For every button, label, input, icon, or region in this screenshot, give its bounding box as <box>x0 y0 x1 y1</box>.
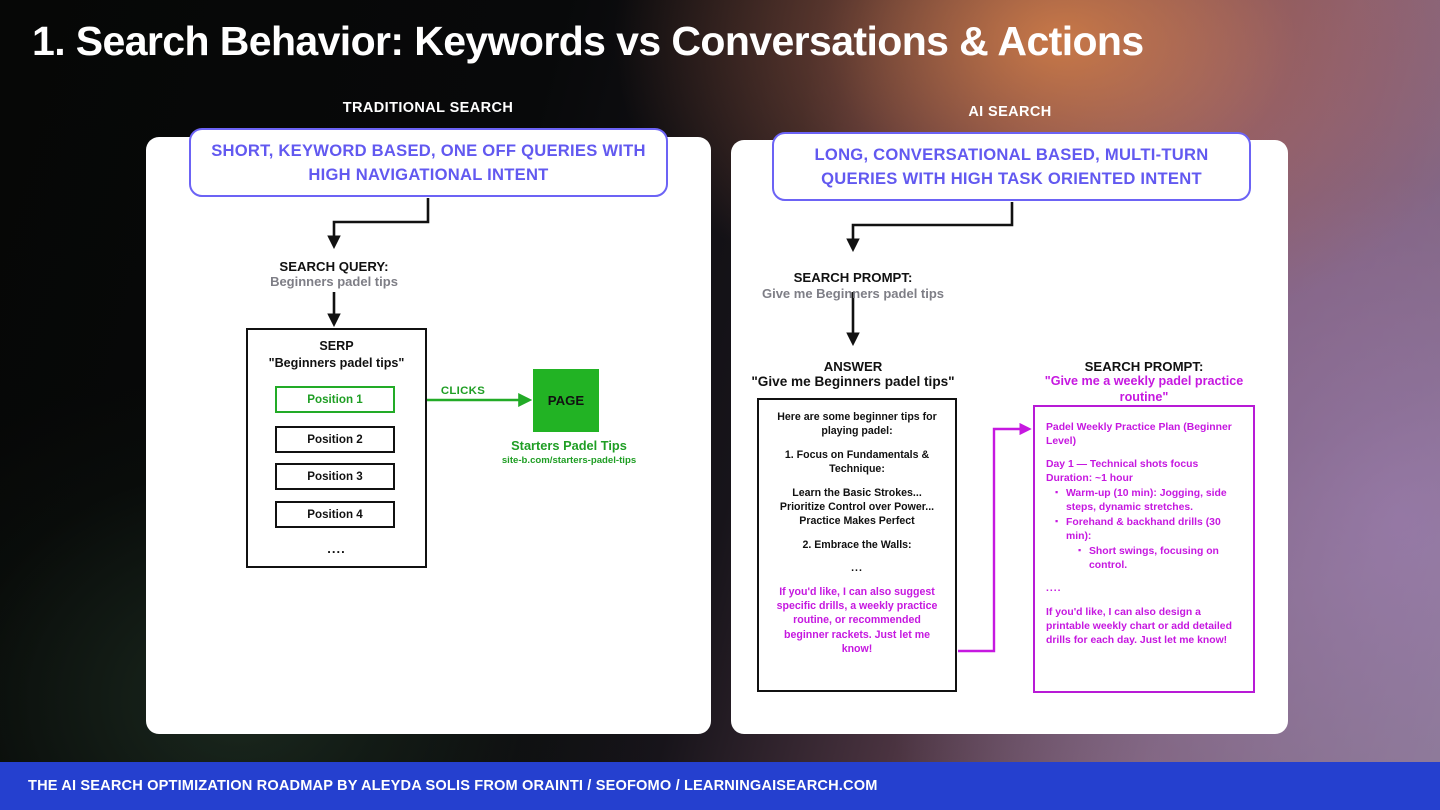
traditional-search-pill: SHORT, KEYWORD BASED, ONE OFF QUERIES WI… <box>189 128 668 197</box>
traditional-search-card <box>146 137 711 734</box>
answer-followup: If you'd like, I can also suggest specif… <box>776 585 938 656</box>
serp-label: SERP <box>319 339 354 353</box>
page-box: PAGE <box>533 369 599 432</box>
ai-search-pill-text: LONG, CONVERSATIONAL BASED, MULTI-TURN Q… <box>814 144 1209 188</box>
search-query-value: Beginners padel tips <box>270 274 398 289</box>
plan-followup: If you'd like, I can also design a print… <box>1046 606 1232 646</box>
plan-sub-bullet-list: Short swings, focusing on control. <box>1078 544 1242 573</box>
serp-position-3[interactable]: Position 3 <box>275 463 395 490</box>
plan-dots: .... <box>1046 583 1062 595</box>
serp-query: "Beginners padel tips" <box>268 356 405 370</box>
search-prompt-label: SEARCH PROMPT: <box>793 270 913 285</box>
answer-label: ANSWER <box>823 359 883 374</box>
serp-position-2[interactable]: Position 2 <box>275 426 395 453</box>
search-query-label: SEARCH QUERY: <box>279 259 389 274</box>
search-prompt-value: Give me Beginners padel tips <box>761 286 945 301</box>
plan-bullet-text: Warm-up (10 min): Jogging, side steps, d… <box>1066 487 1227 513</box>
footer-text: THE AI SEARCH OPTIMIZATION ROADMAP BY AL… <box>28 778 878 794</box>
second-search-prompt-value: "Give me a weekly padel practice routine… <box>1044 374 1244 405</box>
plan-heading: Padel Weekly Practice Plan (Beginner Lev… <box>1046 422 1232 448</box>
traditional-search-pill-text: SHORT, KEYWORD BASED, ONE OFF QUERIES WI… <box>211 140 646 184</box>
serp-position-4[interactable]: Position 4 <box>275 501 395 528</box>
footer-bar: THE AI SEARCH OPTIMIZATION ROADMAP BY AL… <box>0 762 1440 810</box>
plan-duration-line: Duration: ~1 hour <box>1046 473 1133 485</box>
clicks-label: CLICKS <box>440 385 486 397</box>
plan-bullet-item: Forehand & backhand drills (30 min): Sho… <box>1055 515 1242 574</box>
serp-ellipsis: .... <box>327 541 346 556</box>
plan-day-line: Day 1 — Technical shots focus <box>1046 459 1199 471</box>
answer-box: Here are some beginner tips for playing … <box>757 398 957 692</box>
answer-dots: ... <box>851 562 863 575</box>
page-result-url: site-b.com/starters-padel-tips <box>501 455 637 466</box>
plan-bullet-list: Warm-up (10 min): Jogging, side steps, d… <box>1055 486 1242 574</box>
weekly-plan-box: Padel Weekly Practice Plan (Beginner Lev… <box>1033 405 1255 693</box>
plan-sub-bullet-text: Short swings, focusing on control. <box>1089 546 1219 572</box>
section-label-traditional-search: TRADITIONAL SEARCH <box>342 100 514 116</box>
page-title: 1. Search Behavior: Keywords vs Conversa… <box>32 18 1144 64</box>
plan-bullet-text: Forehand & backhand drills (30 min): <box>1066 516 1221 542</box>
section-label-ai-search: AI SEARCH <box>968 104 1052 120</box>
serp-position-1[interactable]: Position 1 <box>275 386 395 413</box>
answer-line-4: 2. Embrace the Walls: <box>802 538 912 551</box>
page-result-title: Starters Padel Tips <box>511 438 627 453</box>
plan-bullet-item: Warm-up (10 min): Jogging, side steps, d… <box>1055 486 1242 515</box>
answer-line-3: Learn the Basic Strokes... Prioritize Co… <box>779 486 935 528</box>
serp-heading: SERP "Beginners padel tips" <box>246 338 427 372</box>
answer-line-1: Here are some beginner tips for playing … <box>777 411 937 438</box>
answer-query: "Give me Beginners padel tips" <box>751 374 955 389</box>
answer-line-2: 1. Focus on Fundamentals & Technique: <box>784 448 930 476</box>
plan-sub-bullet-item: Short swings, focusing on control. <box>1078 544 1242 573</box>
second-search-prompt-label: SEARCH PROMPT: <box>1084 359 1204 374</box>
ai-search-pill: LONG, CONVERSATIONAL BASED, MULTI-TURN Q… <box>772 132 1251 201</box>
